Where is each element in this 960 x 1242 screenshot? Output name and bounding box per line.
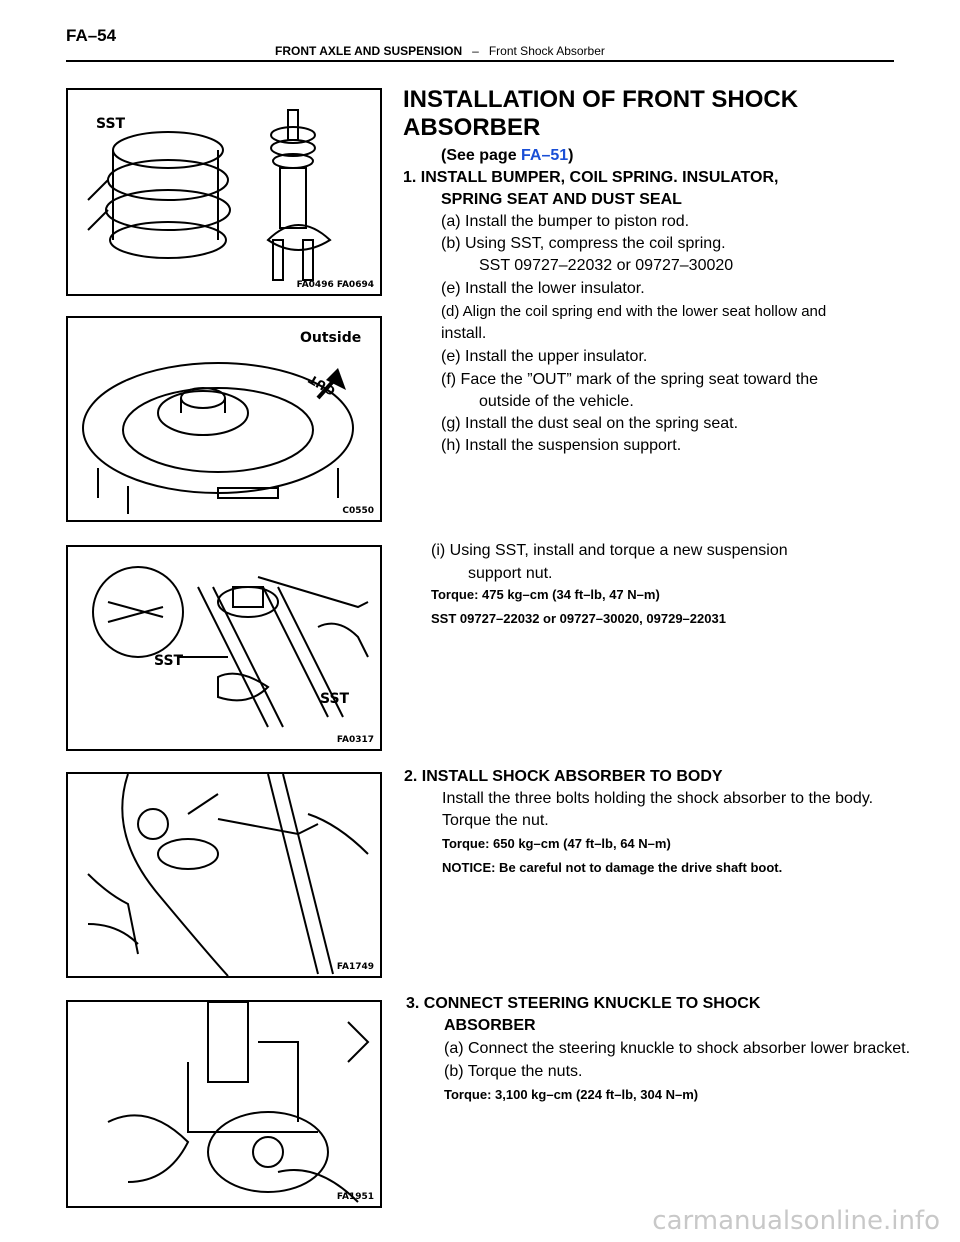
figure-code: FA0496 FA0694 [296, 280, 374, 290]
step3-a: (a) Connect the steering knuckle to shoc… [444, 1040, 911, 1057]
coil-spring-illustration [87, 109, 332, 281]
figure-spring-seat: Outside OUT C0550 [66, 316, 382, 522]
section-title-line1: INSTALLATION OF FRONT SHOCK [403, 86, 799, 113]
see-page-reference: (See page FA–51) [441, 145, 574, 167]
outside-label: Outside [300, 330, 362, 346]
shock-to-body-illustration [87, 774, 369, 976]
torque-knuckle: Torque: 3,100 kg–cm (224 ft–lb, 304 N–m) [444, 1087, 699, 1102]
step1-b-sst: SST 09727–22032 or 09727–30020 [479, 257, 734, 274]
figure-steering-knuckle: FA1951 [66, 1000, 382, 1208]
step3-b: (b) Torque the nuts. [444, 1063, 583, 1080]
step2-instruction: Install the three bolts holding the shoc… [442, 790, 874, 807]
step1-c: (e) Install the lower insulator. [441, 280, 645, 297]
step1-h: (h) Install the suspension support. [441, 437, 682, 454]
step2-torque-instruction: Torque the nut. [442, 812, 549, 829]
step1-e: (e) Install the upper insulator. [441, 348, 648, 365]
header-separator: – [472, 44, 479, 58]
step1-f-line1: (f) Face the ”OUT” mark of the spring se… [441, 371, 819, 388]
sst-support-nut: SST 09727–22032 or 09727–30020, 09729–22… [431, 611, 726, 626]
support-nut-illustration [92, 566, 369, 728]
step1-heading-line2: SPRING SEAT AND DUST SEAL [441, 191, 682, 208]
section-name: FRONT AXLE AND SUSPENSION [275, 44, 463, 58]
section-title-line2: ABSORBER [403, 114, 541, 141]
figure-code: FA1951 [336, 1192, 374, 1202]
sst-label-right: SST [320, 691, 350, 707]
step1-g: (g) Install the dust seal on the spring … [441, 415, 739, 432]
step1-d-line2: install. [441, 325, 487, 342]
step3-heading-line2: ABSORBER [444, 1017, 536, 1034]
figure-support-nut: SST SST FA0317 [66, 545, 382, 751]
step1-f-line2: outside of the vehicle. [479, 393, 634, 410]
sst-label-left: SST [154, 653, 184, 669]
header-rule [66, 60, 894, 62]
step1-a: (a) Install the bumper to piston rod. [441, 213, 690, 230]
step3-heading-line1: 3. CONNECT STEERING KNUCKLE TO SHOCK [406, 995, 761, 1012]
step2-heading: 2. INSTALL SHOCK ABSORBER TO BODY [404, 768, 723, 785]
figure-code: C0550 [342, 506, 374, 516]
watermark: carmanualsonline.info [652, 1206, 940, 1236]
figure-coil-spring: SST FA0496 FA0694 [66, 88, 382, 296]
page-number: FA–54 [66, 26, 117, 45]
step1-i-line2: support nut. [468, 565, 553, 582]
subsection-name: Front Shock Absorber [488, 44, 605, 58]
figure-shock-to-body: FA1749 [66, 772, 382, 978]
running-header: FRONT AXLE AND SUSPENSION – Front Shock … [275, 44, 605, 58]
step1-heading-line1: 1. INSTALL BUMPER, COIL SPRING. INSULATO… [403, 169, 779, 186]
steering-knuckle-illustration [107, 1002, 370, 1203]
see-prefix: (See page [441, 147, 522, 164]
torque-support-nut: Torque: 475 kg–cm (34 ft–lb, 47 N–m) [431, 587, 660, 602]
figure-code: FA1749 [336, 962, 374, 972]
spring-seat-illustration [82, 362, 354, 514]
step1-b: (b) Using SST, compress the coil spring. [441, 235, 726, 252]
torque-shock-body: Torque: 650 kg–cm (47 ft–lb, 64 N–m) [442, 836, 671, 851]
notice-drive-shaft: NOTICE: Be careful not to damage the dri… [442, 860, 783, 875]
step1-d-line1: (d) Align the coil spring end with the l… [441, 303, 827, 320]
page-link-fa51[interactable]: FA–51 [521, 147, 569, 164]
sst-label: SST [96, 116, 126, 132]
figure-code: FA0317 [336, 735, 374, 745]
see-suffix: ) [568, 147, 574, 164]
step1-i-line1: (i) Using SST, install and torque a new … [431, 542, 788, 559]
